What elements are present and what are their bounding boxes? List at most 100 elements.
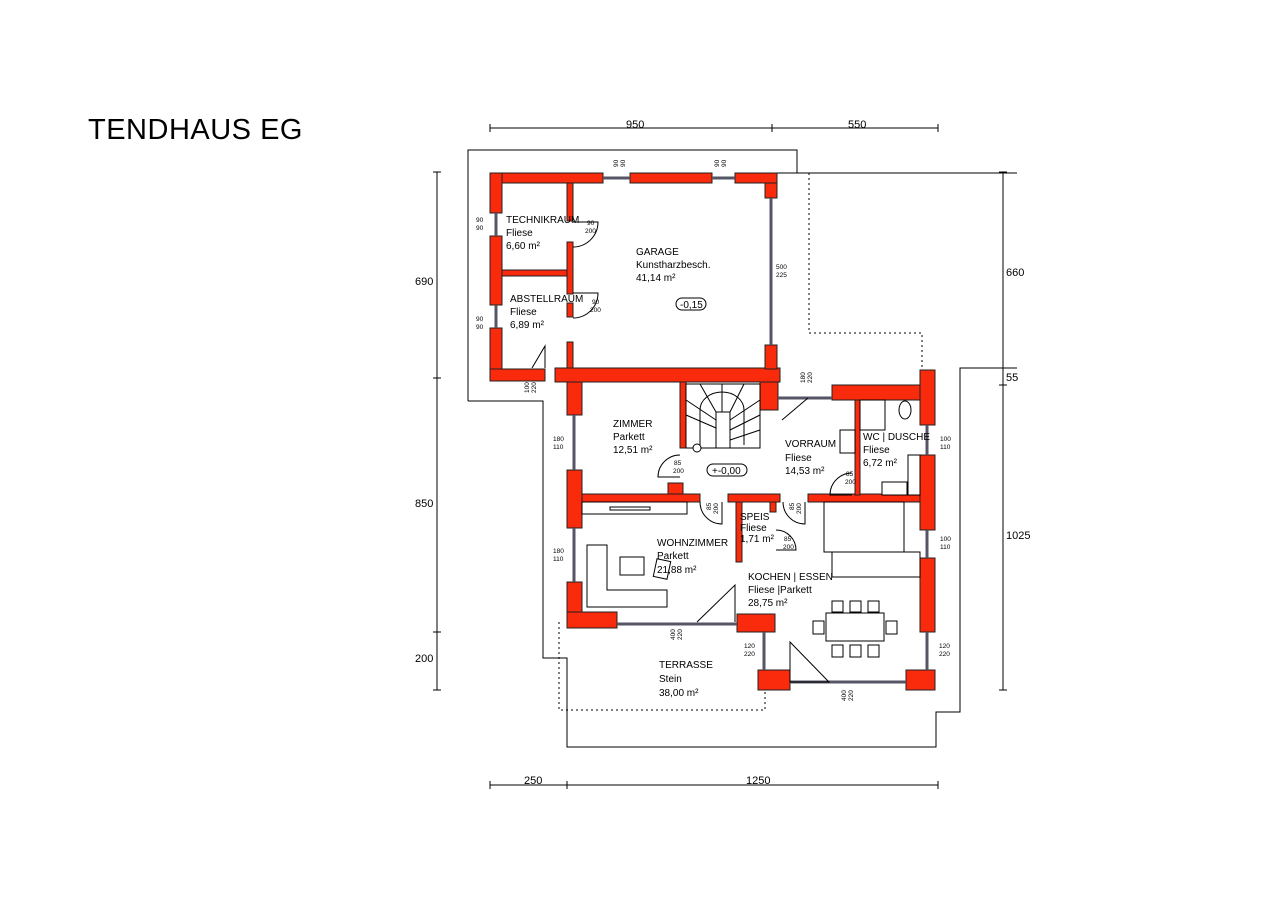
openings-w90-1-label: 90	[476, 324, 484, 331]
rooms-6-area-label: 1,71 m²	[740, 534, 775, 545]
dimension-left: 690 850 200	[415, 171, 441, 691]
level-marks: -0,15 +-0,00	[675, 297, 748, 477]
openings-w180_110-1-label: 110	[553, 556, 564, 563]
rooms-8-area-label: 28,75 m²	[748, 598, 788, 609]
room-labels: TECHNIKRAUM Fliese 6,60 m² ABSTELLRAUM Flie…	[506, 215, 930, 699]
openings-w120_220-1-label: 220	[744, 651, 755, 658]
staircase	[685, 383, 761, 453]
dimensions-left-1-label: 850	[415, 498, 433, 510]
dimensions-left-2-label: 200	[415, 653, 433, 665]
level-garage: -0,15	[680, 300, 703, 311]
rooms-9-area-label: 38,00 m²	[659, 688, 699, 699]
rooms-0-area-label: 6,60 m²	[506, 241, 541, 252]
rooms-0-name-label: TECHNIKRAUM	[506, 215, 579, 226]
level-ground: +-0,00	[712, 466, 741, 477]
openings-d180_220-1-label: 220	[807, 372, 814, 383]
rooms-5-name-label: WC | DUSCHE	[863, 432, 930, 443]
openings-w180_110-0-label: 180	[553, 436, 564, 443]
plan-title: TENDHAUS EG	[88, 114, 303, 146]
rooms-7-floor-label: Parkett	[657, 551, 689, 562]
rooms-2-name-label: GARAGE	[636, 247, 679, 258]
rooms-9-name-label: TERRASSE	[659, 660, 713, 671]
openings-w120_220-0-label: 120	[939, 643, 950, 650]
rooms-0-floor-label: Fliese	[506, 228, 533, 239]
openings-d85_200-0-label: 85	[789, 502, 796, 510]
room-wc-dusche: WC | DUSCHE Fliese 6,72 m²	[863, 432, 930, 469]
openings-d400_220-0-label: 400	[670, 629, 677, 640]
openings-d90_200-0-label: 90	[587, 220, 595, 227]
room-vorraum: VORRAUM Fliese 14,53 m²	[785, 439, 836, 477]
openings-d100_220-0-label: 100	[524, 382, 531, 393]
dimensions-right-0-label: 660	[1006, 267, 1024, 279]
dimensions-bottom-0-label: 250	[524, 775, 542, 787]
openings-d85_200-0-label: 85	[846, 471, 854, 478]
openings-w90-0-label: 90	[476, 316, 484, 323]
doors	[531, 221, 853, 683]
openings-garage_door-1-label: 225	[776, 272, 787, 279]
openings-d85_200-1-label: 200	[783, 544, 794, 551]
dimensions-bottom-1-label: 1250	[746, 775, 770, 787]
dimensions-right-2-label: 1025	[1006, 530, 1030, 542]
furniture	[581, 399, 921, 658]
rooms-1-area-label: 6,89 m²	[510, 320, 545, 331]
openings-w100_110-1-label: 110	[940, 544, 951, 551]
dimensions-top-1-label: 550	[848, 119, 866, 131]
openings-d85_200-1-label: 200	[845, 479, 856, 486]
openings-w90-0-label: 90	[613, 159, 620, 167]
openings-w90-1-label: 90	[620, 159, 627, 167]
openings-d85_200-1-label: 200	[713, 503, 720, 514]
dimensions-right-1-label: 55	[1006, 372, 1018, 384]
rooms-6-name-label: SPEIS	[740, 512, 770, 523]
openings-w90-0-label: 90	[714, 159, 721, 167]
room-garage: GARAGE Kunstharzbesch. 41,14 m²	[636, 247, 711, 284]
rooms-3-area-label: 12,51 m²	[613, 445, 653, 456]
rooms-4-floor-label: Fliese	[785, 453, 812, 464]
room-technikraum: TECHNIKRAUM Fliese 6,60 m²	[506, 215, 579, 252]
dimension-top: 950 550	[489, 119, 939, 132]
openings-w100_110-1-label: 110	[940, 444, 951, 451]
dimensions-top-0-label: 950	[626, 119, 644, 131]
room-wohnzimmer: WOHNZIMMER Parkett 21,88 m²	[657, 538, 728, 576]
openings-d100_220-1-label: 220	[531, 382, 538, 393]
rooms-7-name-label: WOHNZIMMER	[657, 538, 728, 549]
openings-d85_200-0-label: 85	[784, 536, 792, 543]
rooms-2-area-label: 41,14 m²	[636, 273, 676, 284]
rooms-7-area-label: 21,88 m²	[657, 565, 697, 576]
openings-d85_200-1-label: 200	[673, 468, 684, 475]
rooms-5-floor-label: Fliese	[863, 445, 890, 456]
openings-d85_200-0-label: 85	[706, 502, 713, 510]
site-outlines	[467, 149, 1017, 748]
rooms-8-floor-label: Fliese |Parkett	[748, 585, 812, 596]
rooms-4-area-label: 14,53 m²	[785, 466, 825, 477]
rooms-4-name-label: VORRAUM	[785, 439, 836, 450]
openings-w100_110-0-label: 100	[940, 536, 951, 543]
openings-d400_220-1-label: 220	[848, 690, 855, 701]
openings-garage_door-0-label: 500	[776, 264, 787, 271]
room-abstellraum: ABSTELLRAUM Fliese 6,89 m²	[510, 294, 583, 331]
openings-w90-1-label: 90	[721, 159, 728, 167]
openings-d400_220-0-label: 400	[841, 690, 848, 701]
openings-w90-1-label: 90	[476, 225, 484, 232]
dimension-bottom: 250 1250	[489, 775, 939, 789]
openings-w180_110-1-label: 110	[553, 444, 564, 451]
openings-w120_220-1-label: 220	[939, 651, 950, 658]
openings-d85_200-1-label: 200	[796, 503, 803, 514]
rooms-2-floor-label: Kunstharzbesch.	[636, 260, 711, 271]
openings-d85_200-0-label: 85	[674, 460, 682, 467]
openings-d400_220-1-label: 220	[677, 629, 684, 640]
rooms-5-area-label: 6,72 m²	[863, 458, 898, 469]
openings-w180_110-0-label: 180	[553, 548, 564, 555]
openings-w120_220-0-label: 120	[744, 643, 755, 650]
openings-d90_200-1-label: 200	[585, 228, 596, 235]
openings-w100_110-0-label: 100	[940, 436, 951, 443]
rooms-1-name-label: ABSTELLRAUM	[510, 294, 583, 305]
rooms-1-floor-label: Fliese	[510, 307, 537, 318]
openings-w90-0-label: 90	[476, 217, 484, 224]
openings-d180_220-0-label: 180	[800, 372, 807, 383]
rooms-3-floor-label: Parkett	[613, 432, 645, 443]
dimensions-left-0-label: 690	[415, 276, 433, 288]
